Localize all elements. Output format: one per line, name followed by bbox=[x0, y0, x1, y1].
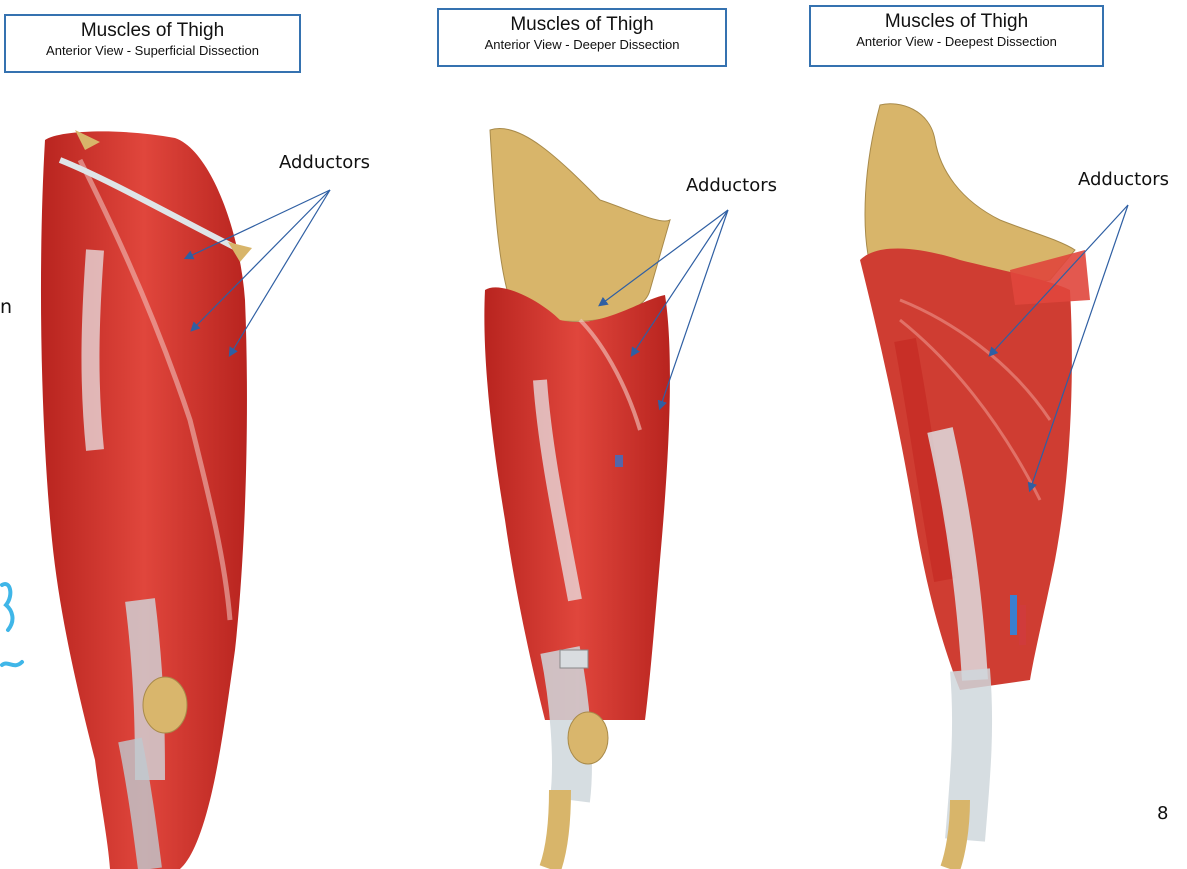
panel-title-box-deeper: Muscles of Thigh Anterior View - Deeper … bbox=[437, 8, 727, 67]
panel-subtitle: Anterior View - Superficial Dissection bbox=[46, 43, 259, 58]
adductors-label-1: Adductors bbox=[279, 152, 371, 173]
adductor-arrows-3 bbox=[988, 204, 1129, 493]
page-number: 8 bbox=[1157, 803, 1169, 824]
thigh-illustration-deepest bbox=[860, 103, 1090, 869]
adductor-arrows-2 bbox=[598, 209, 729, 411]
adductors-label-2: Adductors bbox=[686, 175, 778, 196]
cropped-text-fragment: n bbox=[0, 296, 13, 318]
adductor-arrows-1 bbox=[183, 189, 331, 358]
panel-title-box-deepest: Muscles of Thigh Anterior View - Deepest… bbox=[809, 5, 1104, 67]
panel-subtitle: Anterior View - Deepest Dissection bbox=[856, 34, 1057, 49]
pen-doodle-icon bbox=[0, 582, 24, 668]
adductors-label-3: Adductors bbox=[1078, 169, 1170, 190]
thigh-illustration-deeper bbox=[484, 128, 671, 869]
panel-title: Muscles of Thigh bbox=[884, 11, 1029, 32]
panel-title-box-superficial: Muscles of Thigh Anterior View - Superfi… bbox=[4, 14, 301, 73]
panel-subtitle: Anterior View - Deeper Dissection bbox=[484, 37, 680, 52]
panel-title: Muscles of Thigh bbox=[80, 20, 225, 41]
thigh-illustration-superficial bbox=[40, 130, 252, 869]
panel-title: Muscles of Thigh bbox=[510, 14, 654, 35]
